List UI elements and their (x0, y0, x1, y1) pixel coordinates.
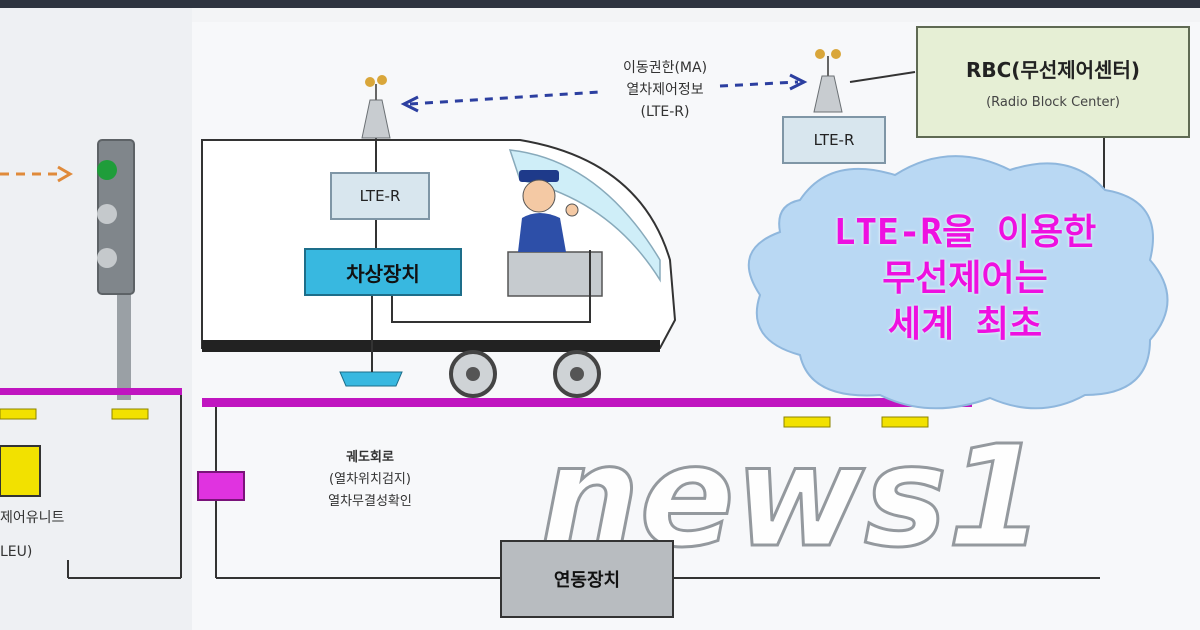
left-balise-2 (111, 408, 149, 420)
wayside-mast-icon (813, 49, 843, 113)
wheel-rear (553, 350, 601, 398)
signal-green-light (97, 160, 117, 180)
left-panel (0, 8, 192, 630)
rbc-subtitle: (Radio Block Center) (986, 95, 1120, 110)
rbc-box: RBC(무선제어센터) (Radio Block Center) (916, 26, 1190, 138)
balise-1 (783, 416, 831, 428)
cloud-line-3: 세계 최초 (887, 304, 1043, 345)
onboard-antenna (339, 371, 403, 387)
left-dashed-arrow (0, 165, 73, 183)
rbc-title: RBC(무선제어센터) (965, 58, 1140, 82)
track-circuit-line1: (열차위치검지) (329, 472, 411, 487)
signal-post (97, 139, 135, 400)
onboard-lte-r-box: LTE-R (330, 172, 430, 220)
left-balise (0, 408, 37, 420)
ma-label: 이동권한(MA) (622, 60, 708, 76)
onboard-device-box: 차상장치 (304, 248, 462, 296)
cloud-line-2: 무선제어는 (882, 258, 1048, 299)
left-leu-box (0, 445, 41, 497)
cloud-shape (747, 155, 1169, 410)
onboard-mast-icon (361, 75, 391, 139)
track-circuit-line2: 열차무결성확인 (328, 494, 412, 509)
wayside-lte-r-box: LTE-R (782, 116, 886, 164)
driver-seat (507, 251, 603, 297)
cloud-text: LTE-R을 이용한 무선제어는 세계 최초 (780, 210, 1150, 348)
ma-dashed-arrow (400, 73, 808, 113)
left-track (0, 388, 182, 395)
interlocking-box: 연동장치 (500, 540, 674, 618)
track-circuit-title: 궤도회로 (346, 450, 394, 465)
driver-icon (518, 170, 579, 252)
track-circuit-box (197, 471, 245, 501)
train (201, 139, 677, 398)
balise-2 (881, 416, 929, 428)
left-unit-label: 제어유니트 (0, 510, 65, 526)
control-info-label: 열차제어정보 (626, 82, 704, 98)
top-border (0, 0, 1200, 8)
main-track (202, 398, 972, 407)
left-unit-code: LEU) (0, 544, 33, 560)
ma-medium-label: (LTE-R) (640, 104, 690, 120)
wheel-front (449, 350, 497, 398)
cloud-line-1: LTE-R을 이용한 (833, 212, 1097, 253)
